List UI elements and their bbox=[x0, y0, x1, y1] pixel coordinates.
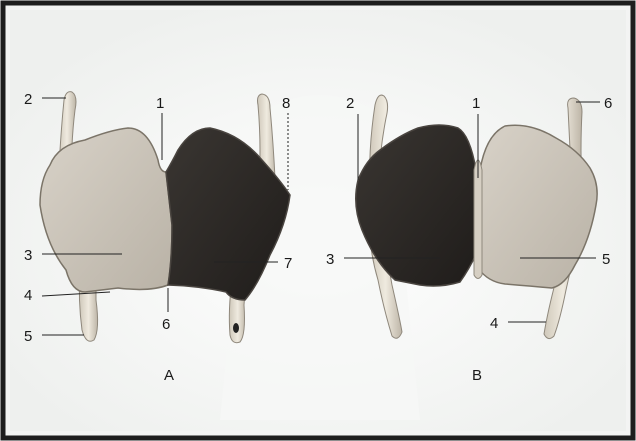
horn-tip-mark bbox=[233, 323, 239, 333]
label-a-4: 4 bbox=[24, 287, 32, 304]
label-a-1: 1 bbox=[156, 95, 164, 112]
label-b-1: 1 bbox=[472, 95, 480, 112]
label-a-6: 6 bbox=[162, 316, 170, 333]
panel-a-caption: A bbox=[164, 367, 174, 384]
label-a-2: 2 bbox=[24, 91, 32, 108]
label-b-3: 3 bbox=[326, 251, 334, 268]
label-b-6: 6 bbox=[604, 95, 612, 112]
label-b-5: 5 bbox=[602, 251, 610, 268]
label-b-4: 4 bbox=[490, 315, 498, 332]
label-a-3: 3 bbox=[24, 247, 32, 264]
label-a-5: 5 bbox=[24, 328, 32, 345]
label-b-2: 2 bbox=[346, 95, 354, 112]
panel-b-caption: B bbox=[472, 367, 482, 384]
label-a-8: 8 bbox=[282, 95, 290, 112]
label-a-7: 7 bbox=[284, 255, 292, 272]
